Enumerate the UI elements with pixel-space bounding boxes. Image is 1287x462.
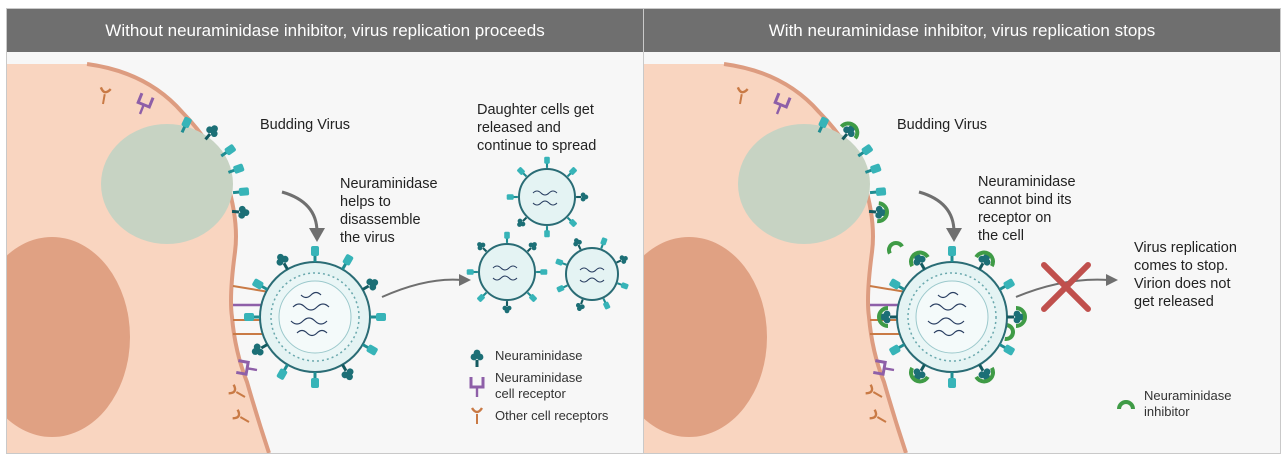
virion-blocked bbox=[877, 246, 1027, 388]
daughter-virion bbox=[466, 231, 548, 314]
stop-cross-icon bbox=[1041, 262, 1091, 312]
nucleus bbox=[644, 237, 767, 437]
cell-membrane bbox=[723, 62, 908, 453]
budding-vesicle bbox=[101, 124, 233, 244]
illustration-with-inhibitor bbox=[644, 62, 1135, 453]
legend-neuraminidase: Neuraminidase bbox=[495, 348, 583, 363]
panel-without-inhibitor: Without neuraminidase inhibitor, virus r… bbox=[6, 8, 644, 454]
arrow-to-virion bbox=[918, 190, 956, 233]
cell-membrane bbox=[86, 62, 271, 453]
inhibitor-legend-icon bbox=[1117, 400, 1135, 411]
other-receptor-legend-icon bbox=[470, 406, 484, 426]
panel-with-inhibitor: With neuraminidase inhibitor, virus repl… bbox=[643, 8, 1281, 454]
nucleus bbox=[7, 237, 130, 437]
neuraminidase-helps-label: Neuraminidase helps to disassemble the v… bbox=[340, 176, 438, 246]
budding-virus-label: Budding Virus bbox=[897, 117, 988, 133]
virion-released bbox=[244, 246, 386, 388]
arrow-to-release bbox=[281, 190, 319, 233]
illustration-without-inhibitor bbox=[7, 62, 630, 453]
daughter-virion bbox=[506, 156, 589, 238]
legend-inhibitor: Neuraminidase inhibitor bbox=[1144, 388, 1232, 419]
budding-virus-label: Budding Virus bbox=[260, 117, 351, 133]
daughter-virion bbox=[555, 236, 630, 313]
free-inhibitor-icon bbox=[884, 238, 905, 256]
daughter-cells-label: Daughter cells get released and continue… bbox=[477, 102, 597, 154]
panel-title: Without neuraminidase inhibitor, virus r… bbox=[7, 9, 643, 52]
panel-title: With neuraminidase inhibitor, virus repl… bbox=[644, 9, 1280, 52]
arrow-blocked bbox=[1106, 274, 1118, 286]
legend-other-receptors: Other cell receptors bbox=[495, 408, 609, 423]
receptor-legend-icon bbox=[469, 375, 485, 399]
budding-vesicle bbox=[738, 124, 870, 244]
legend-receptor: Neuraminidase cell receptor bbox=[495, 370, 583, 401]
neuraminidase-legend-icon bbox=[470, 349, 484, 367]
replication-stops-label: Virus replication comes to stop. Virion … bbox=[1134, 240, 1237, 310]
arrow-spread bbox=[459, 274, 471, 286]
cannot-bind-label: Neuraminidase cannot bind its receptor o… bbox=[978, 174, 1076, 244]
